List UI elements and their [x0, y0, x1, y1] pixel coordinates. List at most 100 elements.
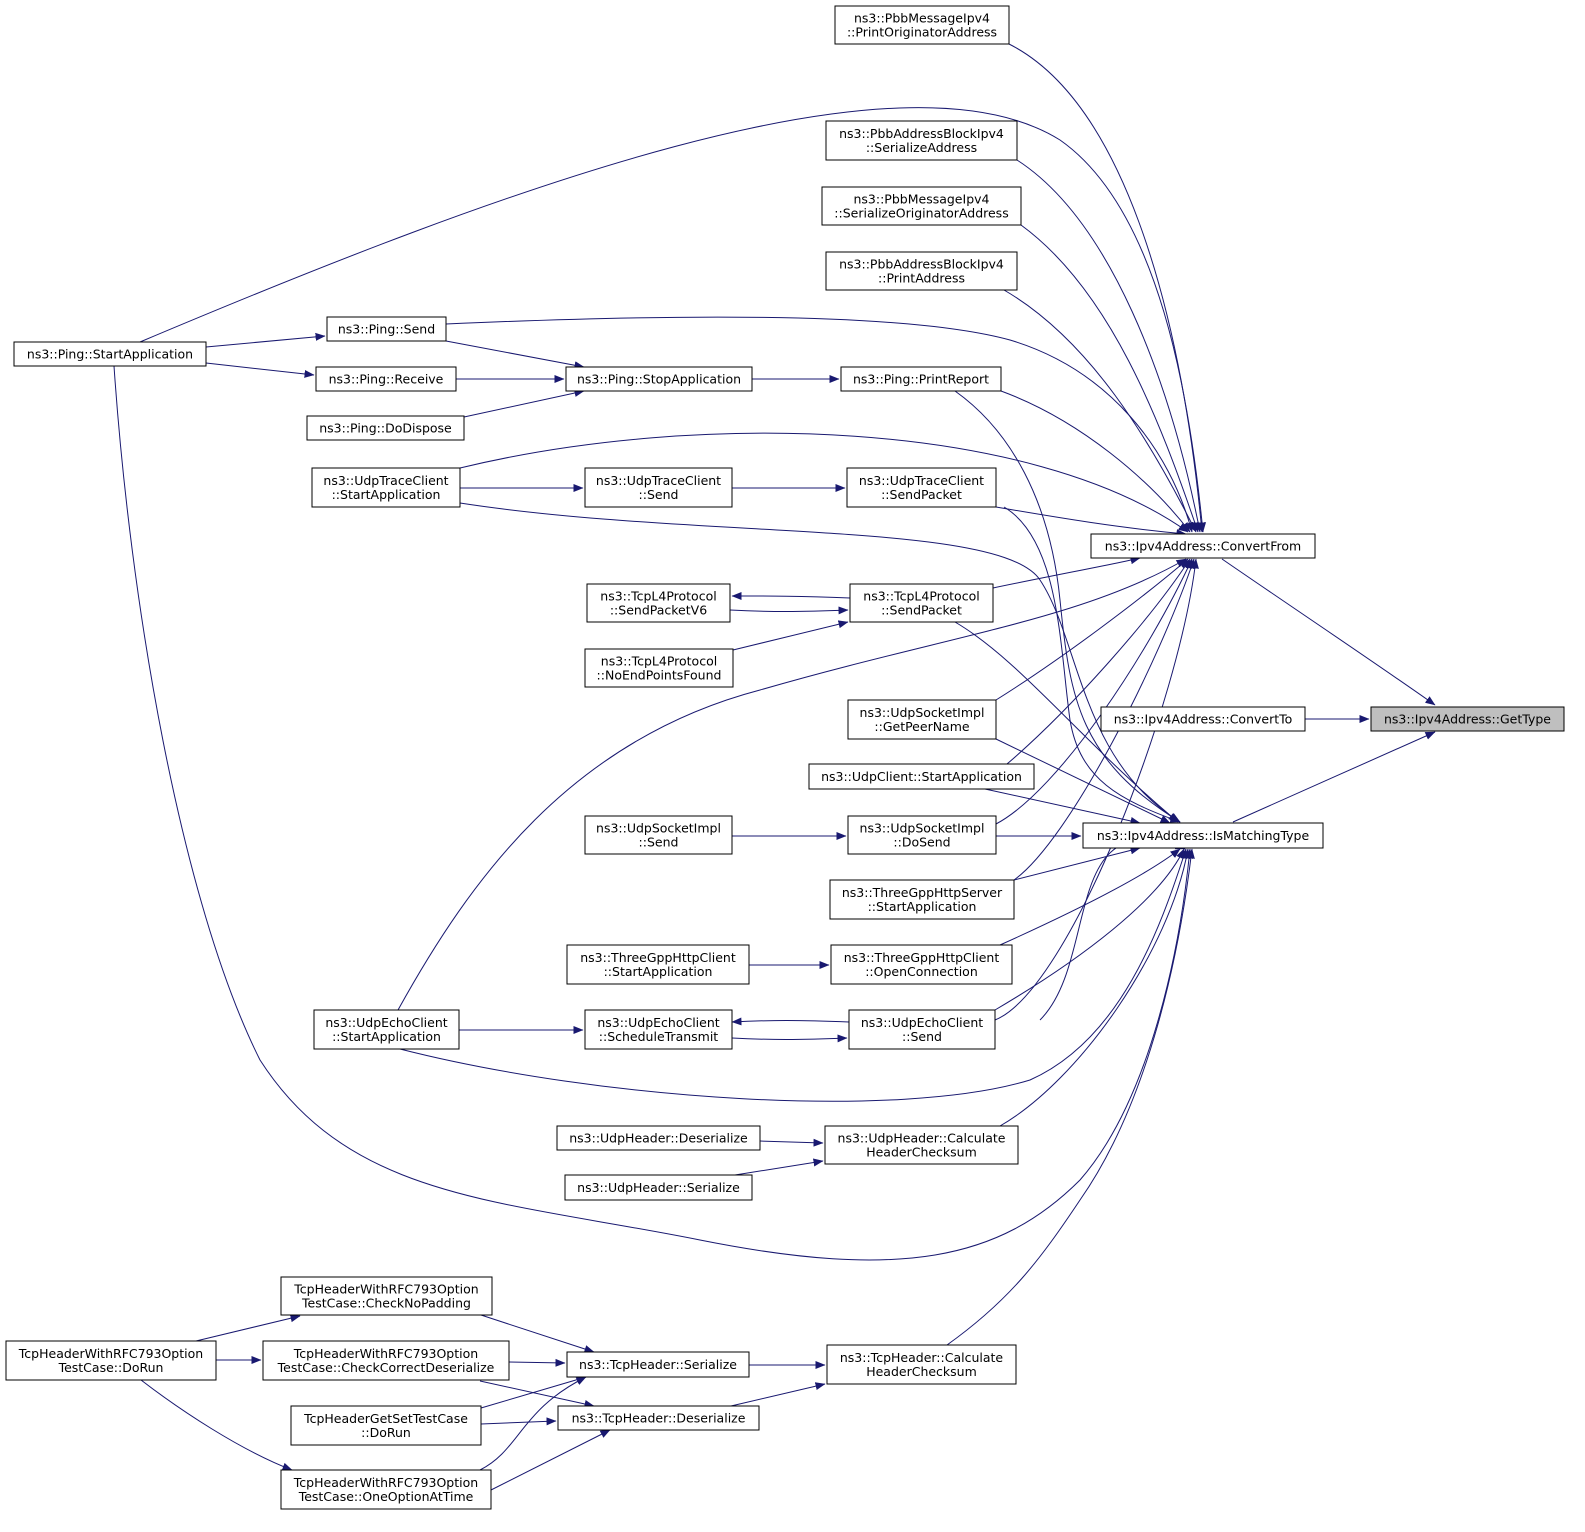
node-label: ::NoEndPointsFound — [597, 668, 722, 683]
edge-sendv6-tcpl4sendpacket — [729, 606, 849, 615]
node-tcp-hdr-ser[interactable]: ns3::TcpHeader::Serialize — [566, 1351, 750, 1378]
edge-pingstart-ismatching — [113, 365, 1194, 1261]
node-ping-receive[interactable]: ns3::Ping::Receive — [315, 366, 457, 392]
node-box — [821, 186, 1022, 226]
node-convert-from[interactable]: ns3::Ipv4Address::ConvertFrom — [1090, 533, 1316, 559]
node-label: ns3::PbbAddressBlockIpv4 — [839, 257, 1004, 272]
node-box — [556, 1125, 761, 1151]
edge-correct-tcphdrser — [508, 1358, 566, 1367]
node-label: ns3::UdpTraceClient — [323, 473, 448, 488]
node-label: ns3::PbbMessageIpv4 — [854, 192, 990, 207]
node-udp-sock-dosend[interactable]: ns3::UdpSocketImpl::DoSend — [847, 815, 997, 855]
node-udp-hdr-deser[interactable]: ns3::UdpHeader::Deserialize — [556, 1125, 761, 1151]
node-udp-trace-start[interactable]: ns3::UdpTraceClient::StartApplication — [311, 467, 461, 508]
node-pbb-msg-print-orig[interactable]: ns3::PbbMessageIpv4::PrintOriginatorAddr… — [834, 5, 1010, 45]
node-ping-start[interactable]: ns3::Ping::StartApplication — [13, 341, 207, 367]
edge-pbbblockser-convertfrom — [1016, 159, 1203, 533]
edge-tcpl4sendpacket-ismatching — [954, 621, 1179, 823]
edge-udptracesendpacket-convertfrom — [995, 506, 1187, 538]
node-udp-sock-peer[interactable]: ns3::UdpSocketImpl::GetPeerName — [847, 699, 997, 740]
node-http-server-start[interactable]: ns3::ThreeGppHttpServer::StartApplicatio… — [829, 879, 1015, 920]
node-label: TcpHeaderWithRFC793Option — [293, 1282, 478, 1297]
node-tcp-hdr-deser[interactable]: ns3::TcpHeader::Deserialize — [557, 1405, 760, 1431]
node-label: ::SendPacket — [881, 487, 962, 502]
edge-oneopt-tcphdrdeser — [490, 1429, 611, 1491]
node-udp-client-start[interactable]: ns3::UdpClient::StartApplication — [808, 763, 1035, 790]
node-box — [1370, 706, 1565, 732]
edge-pingsend-convertfrom — [445, 316, 1194, 533]
node-box — [834, 5, 1010, 45]
node-box — [5, 1340, 217, 1381]
edge-udptracestart-convertfrom — [459, 432, 1189, 533]
edge-udphdrser-udphdrcalc — [734, 1158, 824, 1176]
edge-httpclientopen-ismatching — [999, 848, 1181, 946]
node-udp-echo-start[interactable]: ns3::UdpEchoClient::StartApplication — [313, 1009, 460, 1050]
edge-correct-tcphdrdeser — [479, 1380, 595, 1408]
edge-pingstart-pingsend — [205, 332, 326, 348]
edge-udpclientstart-convertfrom — [1006, 558, 1191, 765]
node-label: ns3::TcpHeader::Calculate — [840, 1350, 1004, 1365]
node-convert-to[interactable]: ns3::Ipv4Address::ConvertTo — [1100, 706, 1306, 732]
node-udp-trace-send[interactable]: ns3::UdpTraceClient::Send — [584, 467, 733, 508]
node-box — [824, 1125, 1019, 1165]
node-udp-hdr-ser[interactable]: ns3::UdpHeader::Serialize — [564, 1174, 753, 1201]
edge-pbbmsgprint-convertfrom — [1008, 43, 1206, 533]
node-box — [584, 1009, 733, 1050]
node-label: ns3::Ipv4Address::GetType — [1384, 712, 1551, 727]
node-box — [1090, 533, 1316, 559]
node-get-type[interactable]: ns3::Ipv4Address::GetType — [1370, 706, 1565, 732]
node-box — [564, 1174, 753, 1201]
node-http-client-start[interactable]: ns3::ThreeGppHttpClient::StartApplicatio… — [566, 944, 750, 985]
node-box — [584, 648, 734, 688]
edge-httpserverstart-convertfrom — [1013, 558, 1195, 881]
edge-tcprfcdorun-oneopt — [140, 1379, 293, 1471]
node-box — [584, 467, 733, 508]
node-ping-dispose[interactable]: ns3::Ping::DoDispose — [306, 415, 465, 441]
node-tcp-l4-sendv6[interactable]: ns3::TcpL4Protocol::SendPacketV6 — [586, 583, 731, 623]
node-box — [847, 699, 997, 740]
node-is-matching-type[interactable]: ns3::Ipv4Address::IsMatchingType — [1082, 822, 1324, 849]
node-tcp-rfc-correct[interactable]: TcpHeaderWithRFC793OptionTestCase::Check… — [262, 1340, 510, 1381]
node-udp-echo-schedule[interactable]: ns3::UdpEchoClient::ScheduleTransmit — [584, 1009, 733, 1050]
edge-pingreport-convertfrom — [1000, 390, 1191, 533]
node-box — [848, 1009, 996, 1050]
edge-udpechosend-udpechoschedule — [731, 1017, 850, 1026]
node-box — [829, 879, 1015, 920]
node-tcp-getset-dorun[interactable]: TcpHeaderGetSetTestCase::DoRun — [290, 1405, 482, 1446]
node-label: ns3::UdpTraceClient — [596, 473, 721, 488]
node-label: ns3::UdpHeader::Deserialize — [569, 1131, 748, 1146]
node-label: ::SerializeOriginatorAddress — [834, 206, 1008, 221]
node-label: ns3::Ipv4Address::ConvertTo — [1114, 712, 1293, 727]
node-box — [586, 583, 731, 623]
node-box — [1082, 822, 1324, 849]
node-pbb-msg-serialize-orig[interactable]: ns3::PbbMessageIpv4::SerializeOriginator… — [821, 186, 1022, 226]
node-label: ::StartApplication — [332, 487, 441, 502]
edge-udpsockpeer-ismatching — [995, 738, 1171, 824]
node-udp-trace-sendpacket[interactable]: ns3::UdpTraceClient::SendPacket — [846, 467, 997, 508]
node-tcp-l4-noend[interactable]: ns3::TcpL4Protocol::NoEndPointsFound — [584, 648, 734, 688]
node-box — [840, 366, 1002, 392]
node-pbb-block-serialize[interactable]: ns3::PbbAddressBlockIpv4::SerializeAddre… — [825, 120, 1018, 161]
edge-pingreport-ismatching — [954, 390, 1181, 823]
edge-pingstart-convertfrom — [139, 107, 1207, 533]
node-ping-stop[interactable]: ns3::Ping::StopApplication — [565, 366, 753, 392]
node-label: ns3::Ping::DoDispose — [319, 421, 452, 436]
node-tcp-rfc-oneopt[interactable]: TcpHeaderWithRFC793OptionTestCase::OneOp… — [280, 1469, 492, 1510]
node-label: TcpHeaderWithRFC793Option — [18, 1346, 203, 1361]
node-ping-report[interactable]: ns3::Ping::PrintReport — [840, 366, 1002, 392]
node-label: ::PrintAddress — [878, 271, 965, 286]
node-tcp-rfc-nopad[interactable]: TcpHeaderWithRFC793OptionTestCase::Check… — [280, 1276, 493, 1316]
node-http-client-open[interactable]: ns3::ThreeGppHttpClient::OpenConnection — [830, 944, 1013, 985]
node-label: ns3::ThreeGppHttpClient — [580, 950, 736, 965]
node-tcp-l4-sendpacket[interactable]: ns3::TcpL4Protocol::SendPacket — [849, 583, 994, 623]
node-udp-echo-send[interactable]: ns3::UdpEchoClient::Send — [848, 1009, 996, 1050]
node-label: ns3::UdpHeader::Calculate — [838, 1131, 1006, 1146]
node-box — [280, 1276, 493, 1316]
node-pbb-block-print[interactable]: ns3::PbbAddressBlockIpv4::PrintAddress — [825, 251, 1018, 291]
node-label: TestCase::DoRun — [58, 1360, 164, 1375]
node-ping-send[interactable]: ns3::Ping::Send — [326, 316, 447, 342]
node-udp-sock-send[interactable]: ns3::UdpSocketImpl::Send — [584, 815, 733, 855]
